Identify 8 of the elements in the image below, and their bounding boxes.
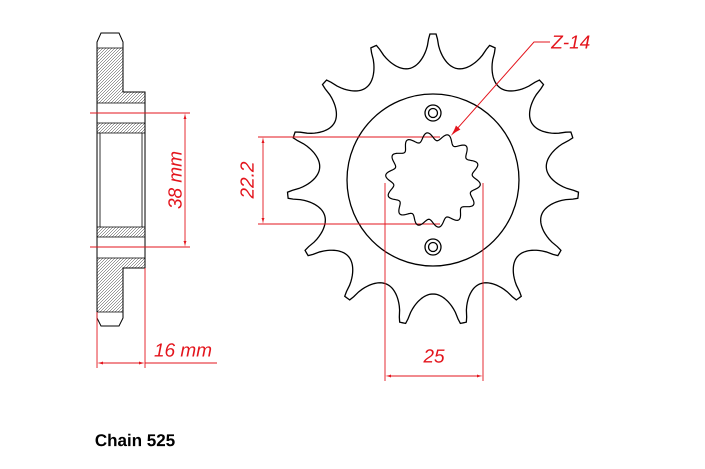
- leader-line: [452, 42, 550, 134]
- chain-label: Chain 525: [96, 434, 175, 446]
- dimension-label: 22.2: [240, 162, 254, 199]
- callout-label: Z-14: [550, 35, 590, 49]
- dimension-label: 16 mm: [154, 343, 212, 357]
- dimension-label: 25: [423, 349, 445, 363]
- spline-hole: [385, 132, 481, 228]
- dimension-label: 38 mm: [168, 152, 182, 209]
